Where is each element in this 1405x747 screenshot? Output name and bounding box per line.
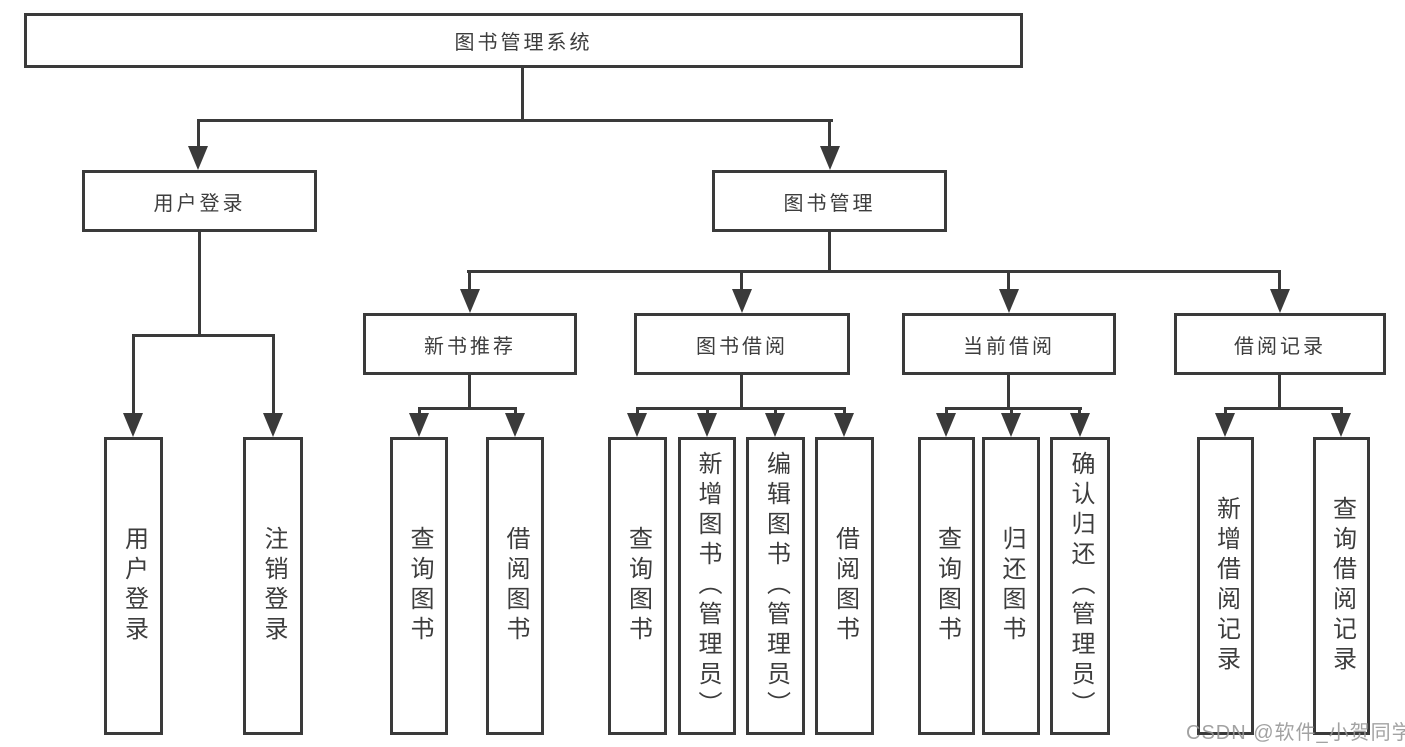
leaf-query-books-1-label: 查询图书 — [406, 526, 433, 646]
leaf-add-book-admin-label: 新增图书（管理员） — [694, 451, 721, 721]
leaf-query-books-1: 查询图书 — [390, 437, 448, 735]
leaf-query-books-3: 查询图书 — [918, 437, 975, 735]
leaf-borrow-books-1: 借阅图书 — [486, 437, 544, 735]
connector-level3-shaft — [468, 270, 471, 292]
leaf-query-borrow-record: 查询借阅记录 — [1313, 437, 1370, 735]
leaf-borrow-books-2-label: 借阅图书 — [831, 526, 859, 646]
leaf-query-books-2: 查询图书 — [608, 437, 667, 735]
connector-leaf-shaft — [706, 407, 709, 417]
connector-current-borrow-bar — [945, 407, 1082, 410]
leaf-add-book-admin: 新增图书（管理员） — [678, 437, 736, 735]
connector-borrow-records-bar — [1224, 407, 1343, 410]
connector-level3-shaft — [1278, 270, 1281, 292]
connector-new-rec-bar — [418, 407, 517, 410]
leaf-user-login: 用户登录 — [104, 437, 163, 735]
connector-leaf-shaft — [843, 407, 846, 417]
leaf-user-login-label: 用户登录 — [120, 526, 148, 646]
connector-leaf-shaft — [774, 407, 777, 417]
arrow-down-icon — [1270, 289, 1290, 313]
connector-leaf-shaft — [1010, 407, 1013, 417]
connector-user-login-stub — [198, 232, 201, 336]
node-book-management-label: 图书管理 — [783, 192, 876, 215]
arrow-down-icon — [627, 413, 647, 437]
arrow-down-icon — [1331, 413, 1351, 437]
arrow-down-icon — [409, 413, 429, 437]
node-library-system: 图书管理系统 — [24, 13, 1023, 68]
node-user-login: 用户登录 — [82, 170, 317, 232]
connector-leaf-shaft — [272, 334, 275, 416]
arrow-down-icon — [936, 413, 956, 437]
connector-book-mgmt-stub — [828, 232, 831, 272]
node-book-management: 图书管理 — [712, 170, 947, 232]
arrow-down-icon — [263, 413, 283, 437]
connector-current-borrow-stub — [1007, 375, 1010, 409]
arrow-down-icon — [732, 289, 752, 313]
connector-new-rec-stub — [468, 375, 471, 409]
node-book-borrow-label: 图书借阅 — [696, 335, 788, 358]
arrow-down-icon — [123, 413, 143, 437]
connector-borrow-records-stub — [1278, 375, 1281, 409]
connector-level3-bar — [467, 270, 1281, 273]
connector-book-borrow-bar — [636, 407, 846, 410]
leaf-query-borrow-record-label: 查询借阅记录 — [1328, 496, 1356, 676]
connector-leaf-shaft — [1078, 407, 1081, 417]
arrow-down-icon — [820, 146, 840, 170]
arrow-down-icon — [1070, 413, 1090, 437]
node-current-borrow-label: 当前借阅 — [963, 335, 1055, 358]
node-borrow-records-label: 借阅记录 — [1234, 335, 1326, 358]
leaf-confirm-return-admin: 确认归还（管理员） — [1050, 437, 1110, 735]
arrow-down-icon — [1001, 413, 1021, 437]
connector-user-login-shaft — [197, 119, 200, 147]
connector-root-stub — [521, 68, 524, 120]
leaf-borrow-books-2: 借阅图书 — [815, 437, 874, 735]
leaf-logout: 注销登录 — [243, 437, 303, 735]
connector-leaf-shaft — [1224, 407, 1227, 417]
arrow-down-icon — [834, 413, 854, 437]
node-new-book-recommend-label: 新书推荐 — [424, 335, 516, 358]
connector-book-mgmt-shaft — [828, 119, 831, 147]
connector-leaf-shaft — [945, 407, 948, 417]
leaf-logout-label: 注销登录 — [260, 526, 287, 646]
leaf-add-borrow-record: 新增借阅记录 — [1197, 437, 1254, 735]
arrow-down-icon — [1215, 413, 1235, 437]
leaf-return-book: 归还图书 — [982, 437, 1040, 735]
leaf-borrow-books-1-label: 借阅图书 — [502, 526, 529, 646]
node-current-borrow: 当前借阅 — [902, 313, 1116, 375]
node-borrow-records: 借阅记录 — [1174, 313, 1386, 375]
leaf-edit-book-admin: 编辑图书（管理员） — [746, 437, 805, 735]
connector-level3-shaft — [1007, 270, 1010, 292]
connector-leaf-shaft — [636, 407, 639, 417]
arrow-down-icon — [697, 413, 717, 437]
connector-leaf-shaft — [514, 407, 517, 417]
leaf-query-books-2-label: 查询图书 — [624, 526, 652, 646]
node-library-system-label: 图书管理系统 — [454, 32, 593, 54]
connector-leaf-shaft — [132, 334, 135, 416]
leaf-add-borrow-record-label: 新增借阅记录 — [1212, 496, 1240, 676]
node-user-login-label: 用户登录 — [153, 192, 246, 215]
connector-user-login-bar — [132, 334, 275, 337]
leaf-edit-book-admin-label: 编辑图书（管理员） — [762, 451, 790, 721]
leaf-query-books-3-label: 查询图书 — [933, 526, 961, 646]
node-book-borrow: 图书借阅 — [634, 313, 850, 375]
arrow-down-icon — [765, 413, 785, 437]
arrow-down-icon — [460, 289, 480, 313]
connector-leaf-shaft — [418, 407, 421, 417]
watermark: CSDN @软件_小贺同学 — [1186, 722, 1405, 744]
connector-level3-shaft — [740, 270, 743, 292]
leaf-confirm-return-admin-label: 确认归还（管理员） — [1067, 451, 1094, 721]
connector-leaf-shaft — [1340, 407, 1343, 417]
node-new-book-recommend: 新书推荐 — [363, 313, 577, 375]
leaf-return-book-label: 归还图书 — [998, 526, 1025, 646]
arrow-down-icon — [188, 146, 208, 170]
connector-level2-bar — [197, 119, 833, 122]
connector-book-borrow-stub — [740, 375, 743, 409]
arrow-down-icon — [999, 289, 1019, 313]
arrow-down-icon — [505, 413, 525, 437]
